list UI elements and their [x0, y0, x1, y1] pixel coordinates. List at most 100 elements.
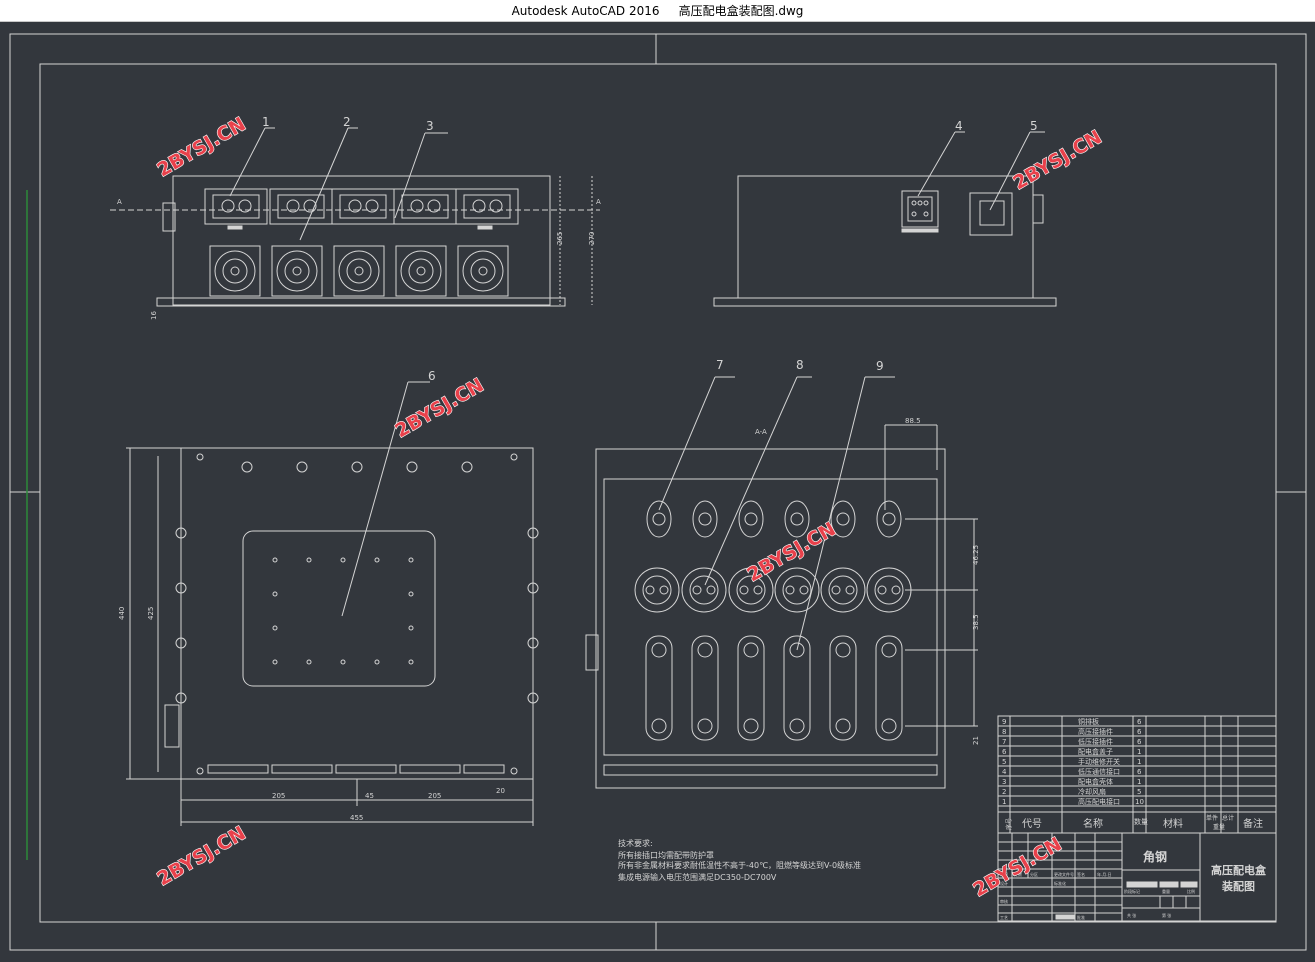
bom-qty: 6 [1137, 718, 1142, 726]
callout-8: 8 [796, 358, 804, 372]
bom-no: 9 [1002, 718, 1006, 726]
bom-no: 5 [1002, 758, 1006, 766]
tb-label: 设计 [1000, 880, 1008, 886]
bom-qty: 6 [1137, 768, 1142, 776]
dim-front-offset: 16 [150, 311, 158, 320]
bom-header-no: 序号 [1005, 818, 1013, 830]
title-material: 角钢 [1143, 849, 1167, 864]
dim-front-height-b: 270 [588, 232, 596, 245]
bom-qty: 6 [1137, 728, 1142, 736]
tb-label: 更改文件号 [1054, 871, 1074, 877]
app-name: Autodesk AutoCAD 2016 [511, 3, 660, 18]
bom-name: 配电盒盖子 [1078, 747, 1113, 756]
bom-name: 手动维修开关 [1078, 757, 1120, 766]
side-view [713, 131, 1057, 307]
tb-label: 处数 [1014, 871, 1022, 877]
dim-plan-height-a: 440 [118, 607, 126, 620]
tb-label: 标记 [1000, 871, 1008, 877]
section-marker-right: A [596, 198, 601, 206]
technical-notes: 技术要求: 所有接插口均需配带防护罩 所有非金属材料要求耐低温性不高于-40℃，… [618, 838, 861, 882]
tb-label: 阶段标记 [1124, 888, 1140, 894]
bom-name: 配电盒壳体 [1078, 777, 1113, 786]
bom-header-name: 名称 [1083, 817, 1103, 830]
notes-line-1: 所有接插口均需配带防护罩 [618, 850, 714, 860]
bom-name: 低压通信接口 [1078, 767, 1120, 776]
tb-label: 批准 [1077, 914, 1085, 920]
tb-label: 重量 [1162, 888, 1170, 894]
dim-plan-w-left: 205 [272, 792, 285, 800]
tb-label: 工艺 [1000, 915, 1008, 920]
dim-section-gap2: 38.5 [972, 614, 980, 630]
section-view [585, 376, 978, 789]
tb-label: 标准化 [1054, 880, 1066, 886]
plan-view-labels: 440 425 205 45 205 455 20 [118, 607, 505, 822]
bom-name: 铜排板 [1078, 717, 1099, 726]
dim-plan-w-mid: 45 [365, 792, 374, 800]
callout-3: 3 [426, 119, 434, 133]
busbar-row [645, 635, 903, 741]
hv-connector-row [634, 567, 912, 613]
bom-qty: 1 [1137, 758, 1141, 766]
tb-label: 共 张 [1127, 912, 1136, 918]
bom-header-qty: 数量 [1134, 817, 1148, 826]
dim-plan-small: 20 [496, 787, 505, 795]
tb-label: 审核 [1000, 898, 1008, 904]
callout-4: 4 [955, 119, 963, 133]
drawing-canvas[interactable]: 265 270 16 A A 440 [0, 22, 1315, 962]
lv-connector-row [646, 500, 902, 538]
bom-no: 1 [1002, 798, 1006, 806]
bom-qty: 1 [1137, 748, 1141, 756]
fan-row [209, 245, 509, 297]
bom-header-code: 代号 [1022, 818, 1042, 830]
bom-qty: 1 [1137, 778, 1141, 786]
title-separator [659, 4, 678, 18]
bom-name: 冷却风扇 [1078, 787, 1106, 796]
dim-plan-height-b: 425 [147, 607, 155, 620]
tb-label: 签名 [1077, 871, 1085, 877]
tb-label: 年.月.日 [1097, 871, 1112, 877]
callout-7: 7 [716, 358, 724, 372]
bom-name: 高压接插件 [1078, 727, 1113, 736]
bom-qty: 6 [1137, 738, 1142, 746]
dim-section-gap1: 46.25 [972, 545, 980, 565]
window-title-bar: Autodesk AutoCAD 2016 高压配电盒装配图.dwg [0, 0, 1315, 22]
tb-label: 第 张 [1162, 912, 1171, 918]
section-marker-left: A [117, 198, 122, 206]
callouts: 1 2 3 4 5 6 7 8 9 [262, 115, 1038, 383]
bom-name: 低压接插件 [1078, 737, 1113, 746]
front-view [110, 127, 600, 307]
drawing-title-line-1: 高压配电盒 [1211, 863, 1267, 877]
bom-header-unit-weight: 单件 [1206, 814, 1218, 822]
callout-9: 9 [876, 359, 884, 373]
tb-label: 分区 [1030, 871, 1038, 877]
bom-table [997, 715, 1277, 834]
section-label: A-A [755, 428, 767, 436]
plan-view [126, 381, 539, 826]
dim-plan-w-total: 455 [350, 814, 363, 822]
tb-label: 比例 [1187, 888, 1195, 894]
notes-title: 技术要求: [618, 838, 653, 848]
bom-qty: 5 [1137, 788, 1141, 796]
bom-no: 7 [1002, 738, 1006, 746]
notes-line-3: 集成电源输入电压范围满足DC350-DC700V [618, 872, 777, 882]
title-block [997, 832, 1277, 922]
drawing-title-line-2: 装配图 [1221, 879, 1255, 893]
bom-no: 2 [1002, 788, 1006, 796]
bom-header-weight: 重量 [1213, 823, 1225, 831]
bom-no: 6 [1002, 748, 1007, 756]
bom-header-total-weight: 总计 [1222, 814, 1234, 822]
callout-6: 6 [428, 369, 436, 383]
sheet-frame [9, 33, 1307, 951]
file-name: 高压配电盒装配图.dwg [678, 4, 804, 18]
dim-section-gap3: 21 [972, 736, 980, 745]
callout-1: 1 [262, 115, 270, 129]
callout-2: 2 [343, 115, 351, 129]
bom-qty: 10 [1135, 798, 1144, 806]
dim-plan-w-right: 205 [428, 792, 441, 800]
bom-header-material: 材料 [1163, 817, 1183, 830]
bom-name: 高压配电接口 [1078, 797, 1120, 806]
callout-5: 5 [1030, 119, 1038, 133]
notes-line-2: 所有非金属材料要求耐低温性不高于-40℃，阻燃等级达到V-0级标准 [618, 860, 861, 870]
bom-no: 4 [1002, 768, 1007, 776]
